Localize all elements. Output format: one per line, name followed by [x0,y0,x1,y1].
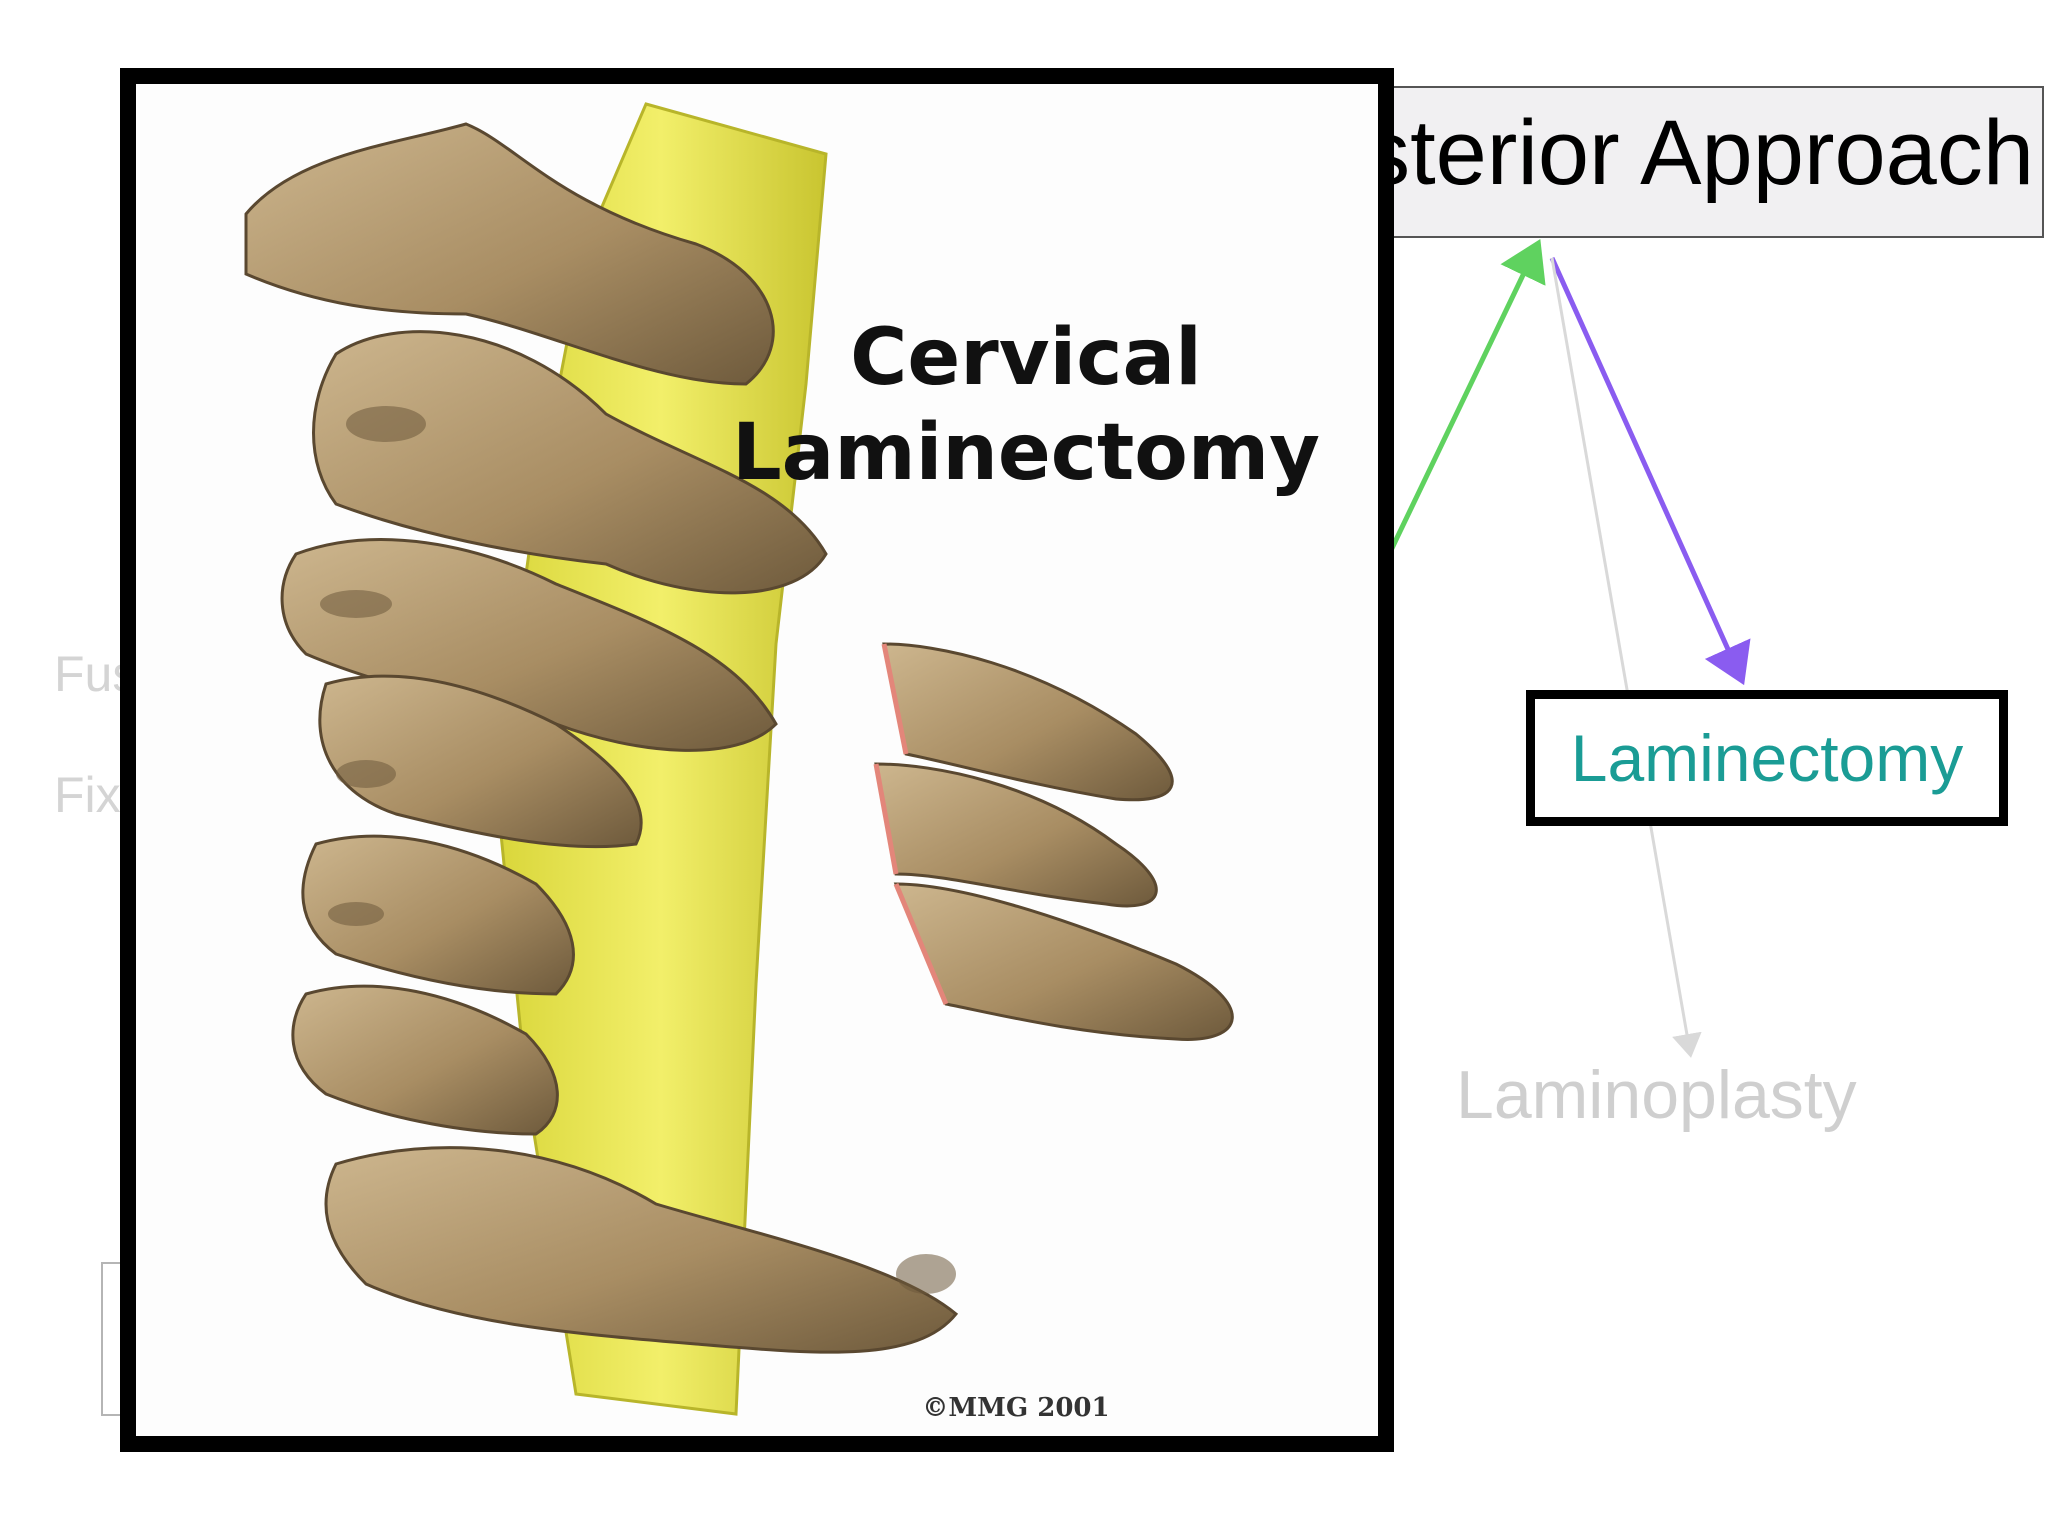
cut-edges [873,643,949,1005]
laminoplasty-label: Laminoplasty [1456,1057,1857,1133]
posterior-approach-box: Posterior Approach [1390,86,2044,238]
hidden-box-edge [101,1262,131,1416]
laminectomy-illustration: Cervical Laminectomy ©MMG 2001 [120,68,1394,1452]
posterior-approach-label: Posterior Approach [1392,102,2034,204]
arrow-to-laminoplasty [1550,257,1702,1058]
arrow-to-laminectomy [1549,256,1751,686]
illustration-title-line1: Cervical [850,313,1202,403]
illustration-title-line2: Laminectomy [732,408,1320,498]
spine-illustration: Cervical Laminectomy ©MMG 2001 [136,84,1378,1436]
removed-laminae [874,642,1234,1041]
laminectomy-box: Laminectomy [1526,690,2008,826]
vertebrae [244,122,959,1354]
laminectomy-label: Laminectomy [1570,721,1964,795]
copyright-text: ©MMG 2001 [922,1393,1109,1423]
